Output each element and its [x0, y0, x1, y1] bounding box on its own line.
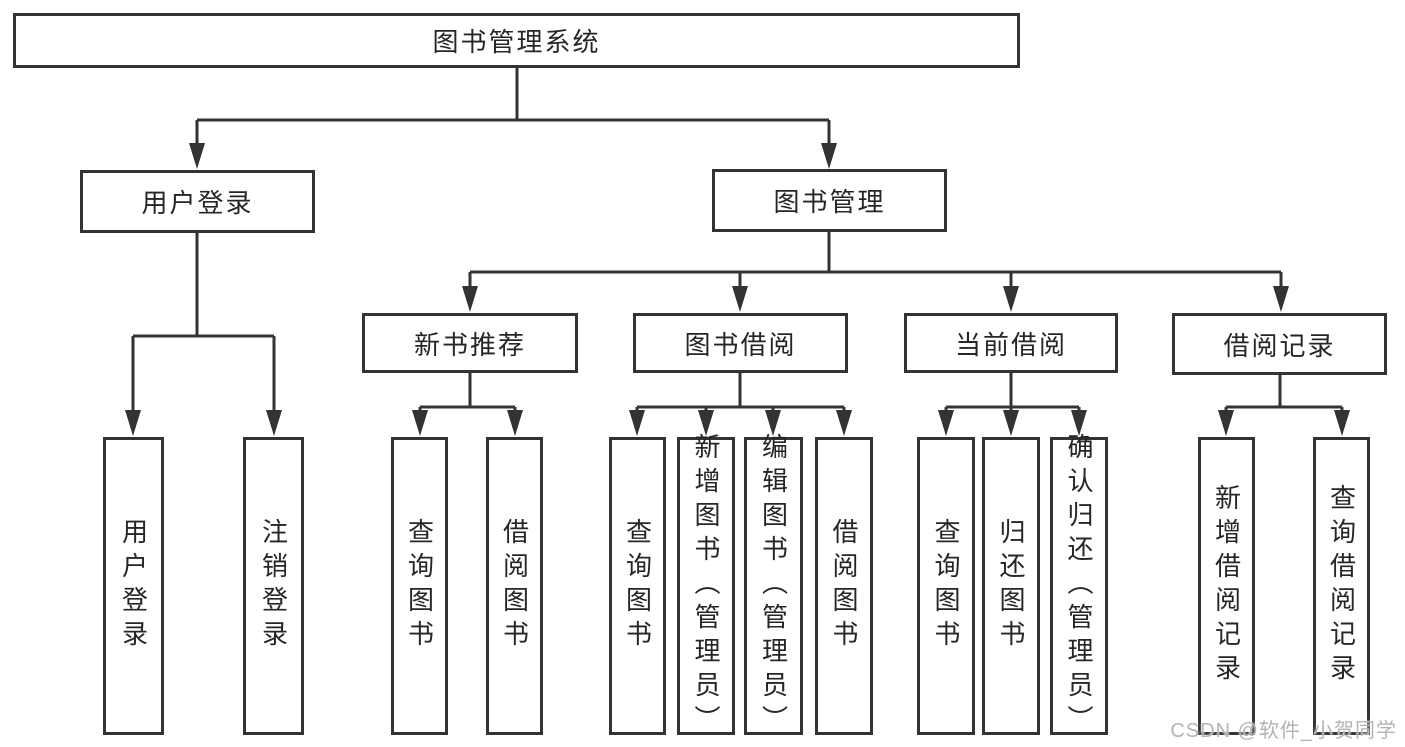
leaf-borrow-book-label: 借阅图书 — [829, 518, 859, 654]
leaf-logout-label: 注销登录 — [258, 518, 289, 654]
leaf-current-query-book-label: 查询图书 — [931, 518, 961, 654]
leaf-user-login-label: 用户登录 — [118, 518, 149, 654]
arrowhead-icon — [1003, 410, 1019, 436]
connector-borrow-record — [1224, 373, 1344, 417]
arrowhead-icon — [266, 410, 282, 436]
node-new-book-recommend: 新书推荐 — [362, 313, 578, 373]
leaf-edit-book-admin-label: 编辑图书（管理员） — [758, 433, 789, 739]
node-user-login-label: 用户登录 — [141, 188, 254, 218]
arrowhead-icon — [1071, 410, 1087, 436]
arrowhead-icon — [629, 410, 645, 436]
leaf-return-book: 归还图书 — [982, 437, 1040, 735]
arrowhead-icon — [462, 286, 478, 312]
node-root: 图书管理系统 — [13, 13, 1020, 68]
leaf-query-borrow-record: 查询借阅记录 — [1313, 437, 1370, 735]
leaf-recommend-borrow-book-label: 借阅图书 — [499, 518, 530, 654]
leaf-current-query-book: 查询图书 — [917, 437, 975, 735]
csdn-watermark: CSDN @软件_小贺同学 — [1170, 720, 1397, 742]
leaf-return-book-label: 归还图书 — [996, 518, 1026, 654]
arrowhead-icon — [1218, 410, 1234, 436]
node-borrow-record-label: 借阅记录 — [1223, 330, 1336, 361]
connector-new-book-recommend — [418, 372, 517, 417]
leaf-recommend-query-book: 查询图书 — [391, 437, 448, 735]
arrowhead-icon — [836, 410, 852, 436]
leaf-logout: 注销登录 — [243, 437, 304, 735]
arrowhead-icon — [732, 286, 748, 312]
node-book-borrow-label: 图书借阅 — [684, 329, 797, 360]
arrowhead-icon — [1334, 410, 1350, 436]
leaf-borrow-book: 借阅图书 — [815, 437, 873, 735]
arrowhead-icon — [125, 410, 141, 436]
connector-user-login — [131, 233, 276, 417]
arrowhead-icon — [698, 410, 714, 436]
leaf-add-book-admin-label: 新增图书（管理员） — [691, 433, 721, 739]
leaf-confirm-return-admin: 确认归还（管理员） — [1050, 433, 1108, 739]
arrowhead-icon — [412, 410, 428, 436]
arrowhead-icon — [765, 410, 781, 436]
leaf-recommend-borrow-book: 借阅图书 — [486, 437, 543, 735]
arrowhead-icon — [1273, 286, 1289, 312]
leaf-confirm-return-admin-label: 确认归还（管理员） — [1064, 433, 1094, 739]
node-borrow-record: 借阅记录 — [1172, 313, 1387, 375]
arrowhead-icon — [821, 143, 837, 169]
leaf-recommend-query-book-label: 查询图书 — [404, 518, 435, 654]
leaf-add-borrow-record-label: 新增借阅记录 — [1211, 484, 1242, 688]
node-book-management-label: 图书管理 — [773, 187, 886, 217]
leaf-user-login: 用户登录 — [103, 437, 164, 735]
arrowhead-icon — [507, 410, 523, 436]
arrowhead-icon — [189, 143, 205, 169]
node-current-borrow: 当前借阅 — [904, 313, 1118, 373]
connector-root — [195, 68, 831, 150]
leaf-add-borrow-record: 新增借阅记录 — [1198, 437, 1255, 735]
leaf-borrow-query-book-label: 查询图书 — [622, 518, 653, 654]
node-new-book-recommend-label: 新书推荐 — [413, 329, 526, 360]
node-book-management: 图书管理 — [712, 169, 947, 232]
arrowhead-icon — [1003, 286, 1019, 312]
leaf-query-borrow-record-label: 查询借阅记录 — [1326, 484, 1357, 688]
connector-book-management — [468, 232, 1283, 293]
leaf-edit-book-admin: 编辑图书（管理员） — [744, 433, 803, 739]
node-user-login: 用户登录 — [80, 170, 315, 233]
arrowheads — [125, 143, 1350, 436]
node-root-label: 图书管理系统 — [432, 27, 601, 57]
leaf-borrow-query-book: 查询图书 — [609, 437, 666, 735]
node-current-borrow-label: 当前借阅 — [954, 329, 1067, 360]
connector-book-borrow — [635, 372, 846, 417]
arrowhead-icon — [938, 410, 954, 436]
leaf-add-book-admin: 新增图书（管理员） — [677, 433, 735, 739]
node-book-borrow: 图书借阅 — [633, 313, 848, 373]
